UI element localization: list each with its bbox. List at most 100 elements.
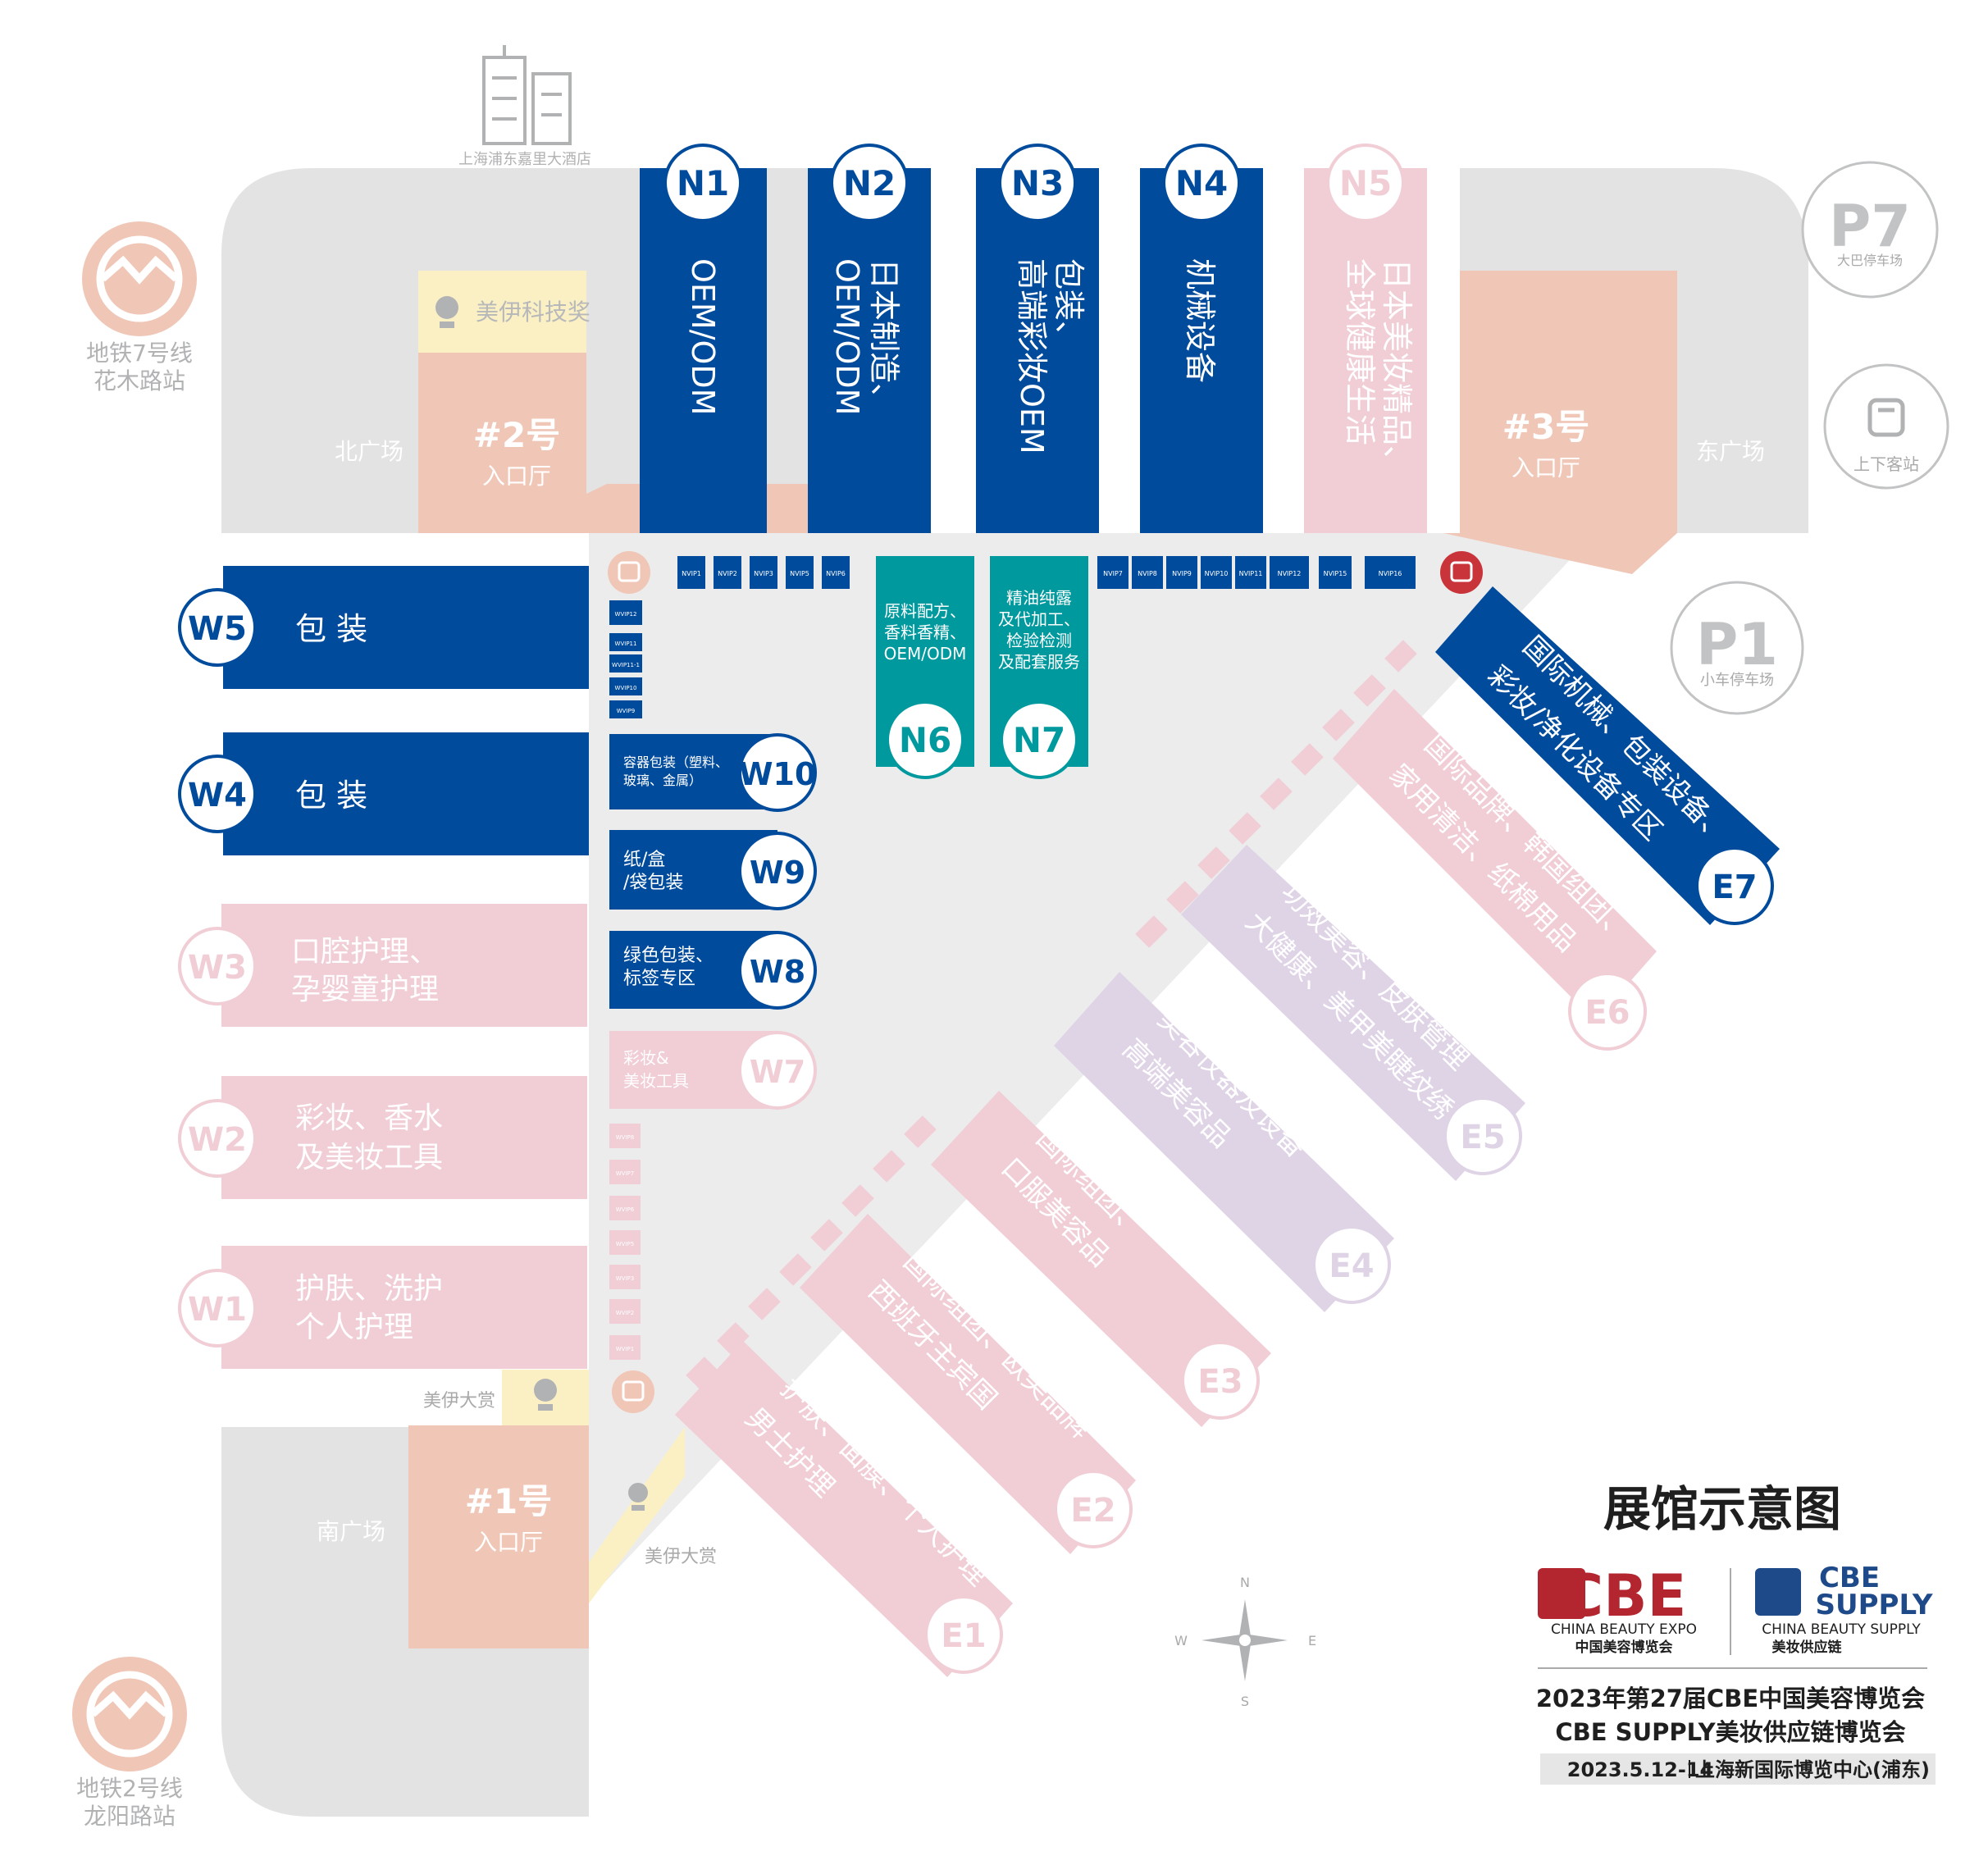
nvip-label: NVIP6 bbox=[826, 570, 846, 577]
wvip-label: WVIP2 bbox=[616, 1310, 634, 1316]
hall-name: OEM/ODM bbox=[829, 258, 865, 415]
hall-name: 香料香精、 bbox=[884, 622, 966, 642]
bus-icon bbox=[608, 551, 650, 594]
hall-name: 美妆工具 bbox=[623, 1071, 689, 1091]
hall-id: W2 bbox=[188, 1121, 247, 1159]
compass-labels: N S W E bbox=[1174, 1575, 1316, 1709]
wvip-label: WVIP8 bbox=[616, 1134, 634, 1141]
hall-id: W7 bbox=[750, 1054, 805, 1090]
coach-label: 上下客站 bbox=[1853, 454, 1919, 474]
event-date: 2023.5.12-14 bbox=[1567, 1758, 1714, 1781]
train-icon bbox=[1867, 398, 1905, 437]
hall-name: OEM/ODM bbox=[884, 644, 967, 663]
nvip-label: NVIP15 bbox=[1324, 570, 1347, 577]
hall-name: 彩妆& bbox=[623, 1048, 669, 1068]
west-halls bbox=[221, 566, 589, 1369]
hall-name: 精油纯露 bbox=[1006, 588, 1072, 608]
p7-label: P7 bbox=[1829, 193, 1911, 260]
hall-id: N6 bbox=[899, 720, 951, 760]
compass-w: W bbox=[1174, 1633, 1188, 1648]
hall-id: N5 bbox=[1339, 163, 1392, 203]
nvip-label: NVIP9 bbox=[1172, 570, 1192, 577]
hall-id: E4 bbox=[1329, 1247, 1374, 1285]
metro-icon bbox=[82, 221, 197, 336]
wvip-label: WVIP11 bbox=[615, 641, 637, 647]
hall-name: 玻璃、金属） bbox=[623, 773, 702, 788]
wvip-labels: WVIP12 WVIP11 WVIP11-1 WVIP10 WVIP9 WVIP… bbox=[612, 611, 640, 1352]
cbe-en: CHINA BEAUTY EXPO bbox=[1551, 1621, 1697, 1638]
entrance-name: 入口厅 bbox=[482, 463, 551, 490]
hall-name: 包装、 bbox=[1051, 258, 1087, 352]
map-title: 展馆示意图 bbox=[1603, 1481, 1841, 1537]
metro2-label: 地铁2号线 bbox=[76, 1775, 183, 1802]
hall-name: 个人护理 bbox=[295, 1311, 413, 1344]
supply-cn: 美妆供应链 bbox=[1772, 1639, 1843, 1656]
inner-hall-badges: W10 W9 W8 W7 容器包装（塑料、 玻璃、金属） 纸/盒 /袋包装 绿色… bbox=[623, 733, 817, 1110]
hall-name: 孕婴童护理 bbox=[291, 973, 439, 1006]
nvip-label: NVIP1 bbox=[682, 570, 701, 577]
hotel-label: 上海浦东嘉里大酒店 bbox=[458, 151, 591, 168]
hall-id: W3 bbox=[188, 949, 247, 987]
hall-id: W1 bbox=[188, 1291, 247, 1329]
wvip-label: WVIP9 bbox=[617, 708, 635, 714]
hall-name: 全球健康生活 bbox=[1342, 258, 1378, 445]
entrance-name: 入口厅 bbox=[1512, 454, 1580, 481]
event-line2: CBE SUPPLY美妆供应链博览会 bbox=[1555, 1718, 1905, 1746]
entrance-name: 入口厅 bbox=[474, 1529, 543, 1556]
entrance-name: #3号 bbox=[1502, 407, 1589, 447]
hall-id: W9 bbox=[750, 855, 805, 891]
hall-id: W8 bbox=[750, 954, 805, 990]
hall-id: N3 bbox=[1011, 163, 1064, 203]
entrance-name: #1号 bbox=[465, 1481, 552, 1521]
award-labels: 美伊科技奖 美伊大赏 美伊大赏 bbox=[423, 296, 717, 1567]
award-logo-icon bbox=[628, 1483, 648, 1511]
wvip-label: WVIP6 bbox=[616, 1206, 635, 1213]
p1-label: P1 bbox=[1696, 611, 1778, 678]
parking-p1: P1 小车停车场 bbox=[1670, 581, 1804, 715]
hall-name: 原料配方、 bbox=[884, 601, 966, 621]
metro2-label: 龙阳路站 bbox=[84, 1803, 176, 1830]
wvip-label: WVIP11-1 bbox=[612, 662, 640, 668]
supply-logo-text: SUPPLY bbox=[1816, 1589, 1933, 1621]
hall-name: 容器包装（塑料、 bbox=[623, 755, 728, 770]
hall-id: E1 bbox=[941, 1617, 986, 1655]
wvip-label: WVIP3 bbox=[616, 1275, 634, 1282]
special-hall-badges: N6 N7 原料配方、 香料香精、 OEM/ODM 精油纯露 及代加工、 检验检… bbox=[884, 588, 1080, 779]
bus-icon bbox=[1440, 551, 1483, 594]
hall-name: 及代加工、 bbox=[998, 609, 1080, 629]
hall-id: E7 bbox=[1712, 869, 1757, 906]
nvip-label: NVIP7 bbox=[1103, 570, 1123, 577]
west-hall-badges: W5 W4 W3 W2 W1 包 装 包 装 口腔护理、 孕婴童护理 彩妆、香水… bbox=[178, 588, 443, 1347]
award-logo-icon bbox=[435, 296, 458, 328]
hall-id: E3 bbox=[1197, 1363, 1242, 1401]
nvip-label: NVIP2 bbox=[718, 570, 737, 577]
supply-en: CHINA BEAUTY SUPPLY bbox=[1762, 1621, 1921, 1638]
hall-id: N7 bbox=[1013, 720, 1065, 760]
hall-name: 日本制造、 bbox=[866, 258, 902, 414]
north-hall-badges: N1 N2 N3 N4 N5 bbox=[663, 144, 1405, 222]
hall-id: W5 bbox=[188, 610, 247, 648]
hall-name: 纸/盒 bbox=[623, 850, 665, 870]
nvip-label: NVIP5 bbox=[790, 570, 809, 577]
wvip-label: WVIP1 bbox=[616, 1346, 634, 1352]
compass-n: N bbox=[1240, 1575, 1250, 1590]
east-halls bbox=[675, 586, 1780, 1677]
north-hall-names: OEM/ODM 日本制造、 OEM/ODM 包装、 高端彩妆OEM 机械设备 日… bbox=[685, 258, 1415, 477]
award-label: 美伊大赏 bbox=[645, 1547, 717, 1567]
nvip-label: NVIP11 bbox=[1239, 570, 1263, 577]
nvip-boxes bbox=[677, 556, 1416, 589]
supply-logo-text: CBE bbox=[1819, 1562, 1880, 1594]
event-venue: 上海新国际博览中心(浦东) bbox=[1695, 1758, 1930, 1781]
compass-s: S bbox=[1241, 1694, 1249, 1709]
evip-boxes bbox=[686, 640, 1417, 1389]
hall-name: 及配套服务 bbox=[998, 652, 1080, 672]
hall-id: W4 bbox=[188, 777, 247, 814]
hall-id: W10 bbox=[739, 756, 817, 792]
hall-name: 机械设备 bbox=[1182, 258, 1218, 383]
south-plaza-label: 南广场 bbox=[317, 1518, 385, 1545]
coach-station: 上下客站 bbox=[1823, 363, 1949, 490]
nvip-label: NVIP10 bbox=[1205, 570, 1229, 577]
metro7-label: 地铁7号线 bbox=[86, 340, 193, 367]
entrance-name: #2号 bbox=[473, 415, 560, 455]
cbe-cn: 中国美容博览会 bbox=[1575, 1639, 1673, 1656]
